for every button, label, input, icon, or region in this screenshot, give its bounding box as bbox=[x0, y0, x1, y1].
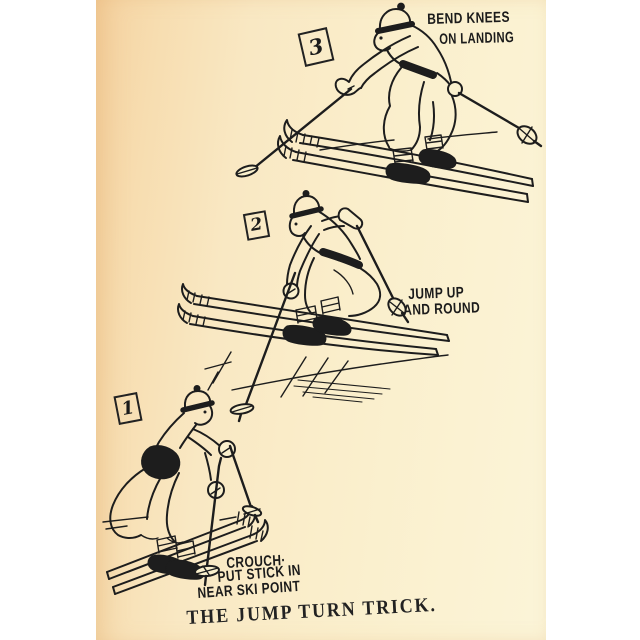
step-number: 2 bbox=[248, 214, 264, 236]
step-marker-2: 2 bbox=[242, 210, 271, 241]
annotation-step3-line2: ON LANDING bbox=[438, 29, 515, 48]
belt bbox=[399, 60, 437, 79]
annotation-step3-line1: BEND KNEES bbox=[426, 8, 511, 28]
dark-shorts bbox=[141, 445, 181, 480]
torso bbox=[141, 412, 197, 480]
skier-step-3-landing bbox=[235, 2, 543, 203]
head bbox=[373, 2, 415, 52]
ground-lines bbox=[319, 131, 498, 151]
pompom bbox=[397, 2, 405, 11]
step-number: 3 bbox=[305, 32, 326, 61]
pompom bbox=[302, 190, 310, 197]
boots bbox=[147, 554, 205, 580]
hat-band bbox=[289, 206, 324, 219]
legs bbox=[382, 67, 457, 155]
legs bbox=[304, 257, 382, 317]
hat-band bbox=[180, 400, 215, 413]
skier-step-2-airborne bbox=[177, 190, 450, 423]
ski-poles bbox=[194, 444, 263, 587]
step-number: 1 bbox=[119, 396, 137, 421]
annotation-step2-line2: AND ROUND bbox=[402, 299, 481, 319]
arms bbox=[187, 428, 236, 499]
head bbox=[288, 190, 324, 237]
snow-scuff-marks bbox=[204, 351, 449, 403]
socks bbox=[295, 296, 341, 324]
legs bbox=[109, 467, 184, 544]
head bbox=[180, 385, 215, 426]
skier-step-1-crouch bbox=[102, 385, 269, 595]
boots bbox=[385, 149, 457, 184]
ski-poles bbox=[229, 224, 410, 423]
ground-lines bbox=[102, 516, 237, 530]
belt bbox=[319, 248, 363, 269]
boots bbox=[282, 316, 352, 346]
arms bbox=[282, 207, 364, 300]
pompom bbox=[193, 385, 201, 392]
socks bbox=[392, 134, 444, 164]
socks bbox=[156, 535, 196, 559]
ski-poles bbox=[235, 87, 543, 178]
hat-band bbox=[375, 21, 415, 34]
